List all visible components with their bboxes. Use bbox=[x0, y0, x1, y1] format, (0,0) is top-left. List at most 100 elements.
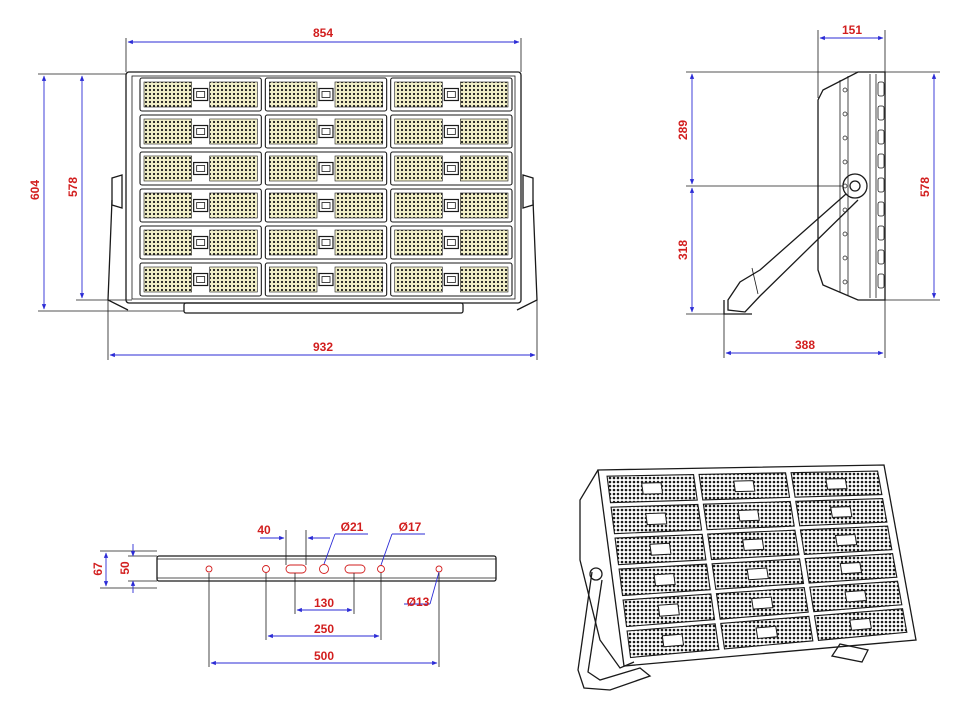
pivot-outer bbox=[842, 173, 868, 199]
led-array-left bbox=[394, 155, 443, 182]
iso-led-lens bbox=[751, 596, 774, 610]
led-lens-inner bbox=[196, 128, 206, 135]
led-array-right bbox=[209, 155, 258, 182]
led-array-left bbox=[394, 266, 443, 293]
front-view bbox=[107, 71, 538, 314]
side-view bbox=[723, 71, 886, 315]
iso-led-lens bbox=[825, 478, 848, 490]
led-lens bbox=[443, 124, 459, 139]
led-module bbox=[390, 262, 513, 297]
led-lens-inner bbox=[196, 91, 206, 98]
led-lens bbox=[193, 235, 209, 250]
side-bracket-gusset bbox=[751, 267, 759, 295]
iso-led-lens bbox=[649, 542, 672, 556]
led-lens-inner bbox=[196, 202, 206, 209]
led-module bbox=[264, 114, 388, 149]
led-lens-inner bbox=[321, 91, 331, 98]
led-array-left bbox=[394, 118, 443, 145]
front-dimensions: 854 604 578 932 bbox=[28, 26, 538, 360]
led-lens bbox=[193, 87, 209, 102]
led-array-left bbox=[394, 81, 443, 108]
iso-led-lens bbox=[641, 482, 664, 495]
iso-led-lens bbox=[830, 506, 853, 518]
side-dimensions: 151 289 318 578 388 bbox=[676, 23, 940, 358]
iso-led-lens bbox=[657, 603, 680, 617]
led-array-right bbox=[334, 266, 383, 293]
bracket-dimensions: 67 50 40 Ø21 Ø17 Ø13 130 250 bbox=[91, 520, 440, 667]
iso-face bbox=[597, 464, 917, 667]
fin-dot bbox=[842, 87, 848, 93]
led-module bbox=[139, 77, 262, 112]
iso-led-lens bbox=[755, 625, 778, 640]
leader-13 bbox=[429, 571, 440, 605]
led-array-right bbox=[334, 118, 383, 145]
led-array-right bbox=[209, 118, 258, 145]
dim-17-label: Ø17 bbox=[399, 520, 422, 534]
led-array-right bbox=[334, 192, 383, 219]
led-array-right bbox=[460, 118, 509, 145]
led-lens bbox=[443, 235, 459, 250]
led-module bbox=[139, 262, 262, 297]
led-array-right bbox=[334, 155, 383, 182]
led-module bbox=[139, 151, 262, 186]
led-array-left bbox=[269, 266, 318, 293]
side-bracket-arm bbox=[727, 193, 859, 313]
led-lens-inner bbox=[446, 239, 456, 246]
led-array-left bbox=[394, 229, 443, 256]
led-module bbox=[390, 225, 513, 260]
led-lens bbox=[443, 198, 459, 213]
led-lens-inner bbox=[446, 165, 456, 172]
fin-block bbox=[877, 153, 885, 169]
iso-side-edge bbox=[579, 469, 635, 669]
dim-500-label: 500 bbox=[314, 649, 334, 663]
led-array-right bbox=[334, 81, 383, 108]
iso-bottom-bar bbox=[830, 643, 869, 663]
side-housing bbox=[817, 71, 886, 301]
led-lens-inner bbox=[321, 165, 331, 172]
led-lens-inner bbox=[196, 276, 206, 283]
led-lens bbox=[193, 124, 209, 139]
led-array-right bbox=[460, 229, 509, 256]
dim-67-label: 67 bbox=[91, 562, 105, 576]
fin-block bbox=[877, 81, 885, 97]
side-heatsink-fins bbox=[842, 81, 885, 289]
led-array-left bbox=[143, 266, 192, 293]
led-lens bbox=[318, 272, 334, 287]
fin-dot bbox=[842, 135, 848, 141]
dim-130-label: 130 bbox=[314, 596, 334, 610]
fin-block bbox=[877, 225, 885, 241]
led-lens-inner bbox=[446, 202, 456, 209]
led-lens bbox=[193, 272, 209, 287]
led-module bbox=[264, 225, 388, 260]
led-array-right bbox=[209, 192, 258, 219]
right-ear bbox=[522, 174, 534, 209]
led-module bbox=[139, 188, 262, 223]
bracket-hole-13-left bbox=[205, 565, 213, 573]
dim-578-side-label: 578 bbox=[918, 177, 932, 197]
left-ear bbox=[111, 174, 123, 209]
fin-dot bbox=[842, 279, 848, 285]
led-array-left bbox=[269, 192, 318, 219]
led-lens-inner bbox=[446, 128, 456, 135]
led-array-left bbox=[143, 155, 192, 182]
dim-388-label: 388 bbox=[795, 338, 815, 352]
bracket-slot-left bbox=[285, 564, 307, 574]
dim-604-label: 604 bbox=[28, 180, 42, 200]
led-lens-inner bbox=[321, 202, 331, 209]
led-lens bbox=[193, 161, 209, 176]
led-module bbox=[390, 151, 513, 186]
led-array-right bbox=[334, 229, 383, 256]
fin-block bbox=[877, 129, 885, 145]
led-module bbox=[264, 188, 388, 223]
led-lens-inner bbox=[321, 128, 331, 135]
left-bracket bbox=[107, 199, 129, 311]
iso-led-lens bbox=[844, 589, 868, 603]
led-module bbox=[264, 77, 388, 112]
leader-17 bbox=[380, 533, 393, 566]
led-array-left bbox=[269, 229, 318, 256]
led-module bbox=[264, 151, 388, 186]
iso-led-lens bbox=[834, 534, 858, 547]
led-array-left bbox=[269, 81, 318, 108]
iso-led-lens bbox=[742, 538, 765, 551]
